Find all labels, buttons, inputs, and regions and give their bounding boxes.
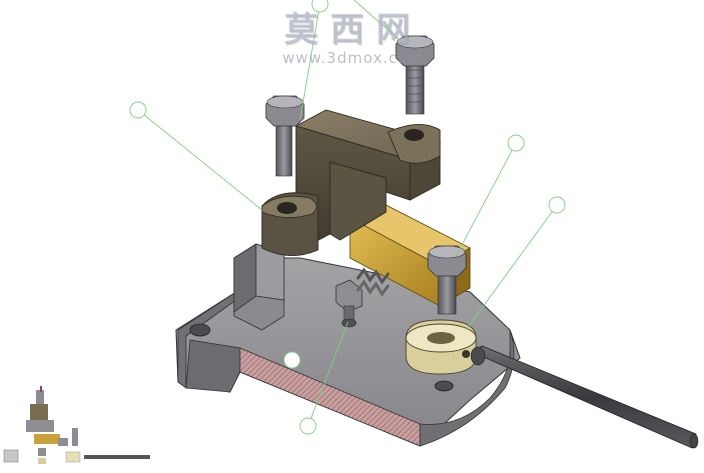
site-watermark: 莫西网 www.3dmox.com [258, 2, 448, 67]
thumbnail-preview [3, 386, 150, 464]
collar-bushing [405, 319, 477, 375]
spring-plunger [335, 267, 390, 328]
watermark-title: 莫西网 [284, 10, 422, 50]
bolt-left [265, 95, 305, 177]
watermark-url: www.3dmox.com [282, 49, 424, 67]
bolt-top [395, 35, 435, 115]
clamp-bracket [261, 109, 442, 256]
callout-annotations [129, 0, 566, 435]
bolt-front [427, 245, 467, 315]
left-support [233, 243, 285, 331]
handle-rod [470, 345, 699, 449]
